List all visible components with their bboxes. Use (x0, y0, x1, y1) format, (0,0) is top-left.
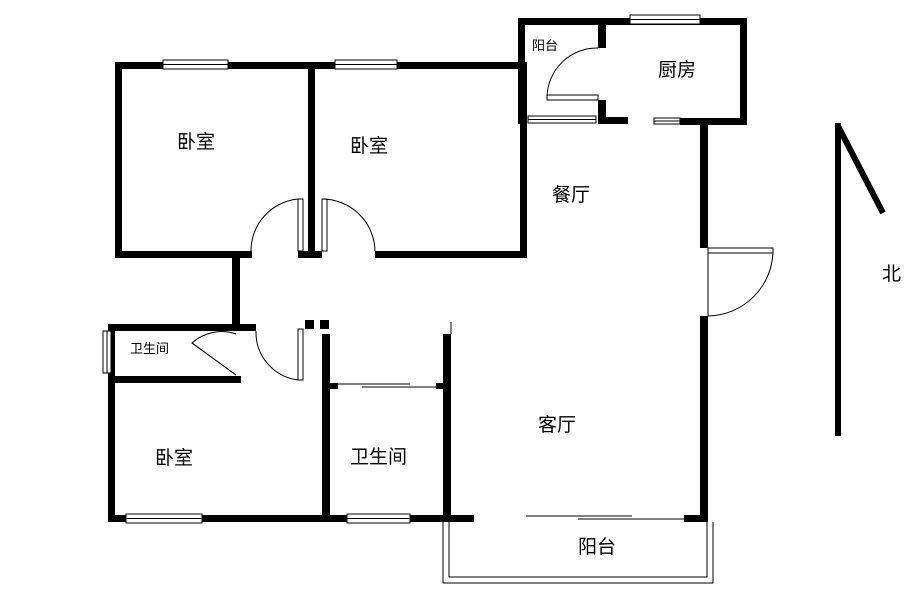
wall-bottom-bedroom-top-mid (375, 251, 527, 258)
room-labels: 卧室 卧室 厨房 阳台 餐厅 客厅 卫生间 卫生间 卧室 阳台 (130, 39, 696, 558)
door-leaf-hall (297, 328, 304, 381)
wall-bottom-d (684, 515, 708, 522)
room-label-dining: 餐厅 (552, 184, 590, 206)
wall-partition-bedrooms (308, 62, 315, 258)
wall-left-bedroom-top (115, 62, 122, 258)
wall-balcony-bottom-stub (598, 117, 628, 124)
door-swing-hall (255, 330, 299, 381)
door-leaf-bedroom-top-left (297, 198, 304, 252)
wall-main-bath-left (322, 334, 330, 522)
wall-kitchen-right (740, 18, 747, 125)
wall-bottom-c (410, 515, 474, 522)
room-label-bathroom-small: 卫生间 (130, 342, 169, 357)
door-swing-bedroom-top-mid (321, 198, 376, 252)
room-label-balcony-top: 阳台 (532, 39, 558, 54)
wall-right-bedroom-top-mid (520, 62, 527, 258)
wall-balcony-top-left (518, 18, 525, 124)
doors (191, 47, 774, 520)
north-arrow: 北 (835, 123, 901, 436)
wall-kitchen-bottom (680, 118, 747, 125)
wall-stub-bedroom-door-left (298, 251, 308, 258)
wall-hall-post-b (320, 320, 329, 329)
wall-stub-bedroom-door-mid (315, 251, 322, 258)
wall-bottom-bedroom-top-left (115, 251, 252, 258)
door-swing-bedroom-top-left (250, 198, 299, 252)
room-label-bathroom-main: 卫生间 (350, 446, 407, 468)
wall-balcony-top-top (518, 18, 603, 25)
wall-balcony-kitchen-partition (598, 18, 606, 48)
wall-living-left (443, 334, 451, 522)
door-swing-entry (707, 249, 774, 317)
room-label-bedroom-top-left: 卧室 (177, 131, 215, 153)
wall-top-bedroom-left-b (228, 62, 335, 69)
wall-hall-left (232, 251, 240, 331)
door-leaf-small-bath (191, 342, 237, 376)
wall-small-bath-left (108, 324, 115, 522)
windows (102, 14, 701, 524)
walls (108, 18, 747, 522)
wall-small-bath-bottom (108, 376, 241, 383)
north-label: 北 (882, 263, 901, 285)
door-swing-balcony-top (546, 47, 599, 98)
door-swing-small-bath (191, 331, 237, 376)
room-label-bedroom-top-mid: 卧室 (350, 135, 388, 157)
wall-right-lower (700, 316, 708, 522)
wall-balcony-kitchen-partition-low (598, 100, 606, 124)
balcony-bottom-rail (442, 522, 714, 584)
wall-right-upper (700, 118, 708, 248)
door-leaf-entry (707, 247, 774, 254)
room-label-balcony-bottom: 阳台 (578, 536, 616, 558)
wall-main-bath-top-stub-right (436, 383, 444, 389)
wall-bottom-b (202, 515, 347, 522)
door-leaf-balcony-top (546, 94, 599, 101)
wall-bottom-a (108, 515, 126, 522)
wall-small-bath-top (108, 324, 256, 331)
room-label-living: 客厅 (538, 414, 576, 436)
north-arrow-head (835, 124, 886, 215)
wall-hall-post-a (305, 320, 314, 329)
room-label-bedroom-bottom-left: 卧室 (155, 447, 193, 469)
wall-top-bedroom-mid (397, 62, 527, 69)
wall-top-bedroom-left-a (115, 62, 163, 69)
door-leaf-bedroom-top-mid (321, 198, 328, 252)
room-label-kitchen: 厨房 (658, 59, 696, 81)
wall-main-bath-top-stub-left (330, 383, 338, 389)
